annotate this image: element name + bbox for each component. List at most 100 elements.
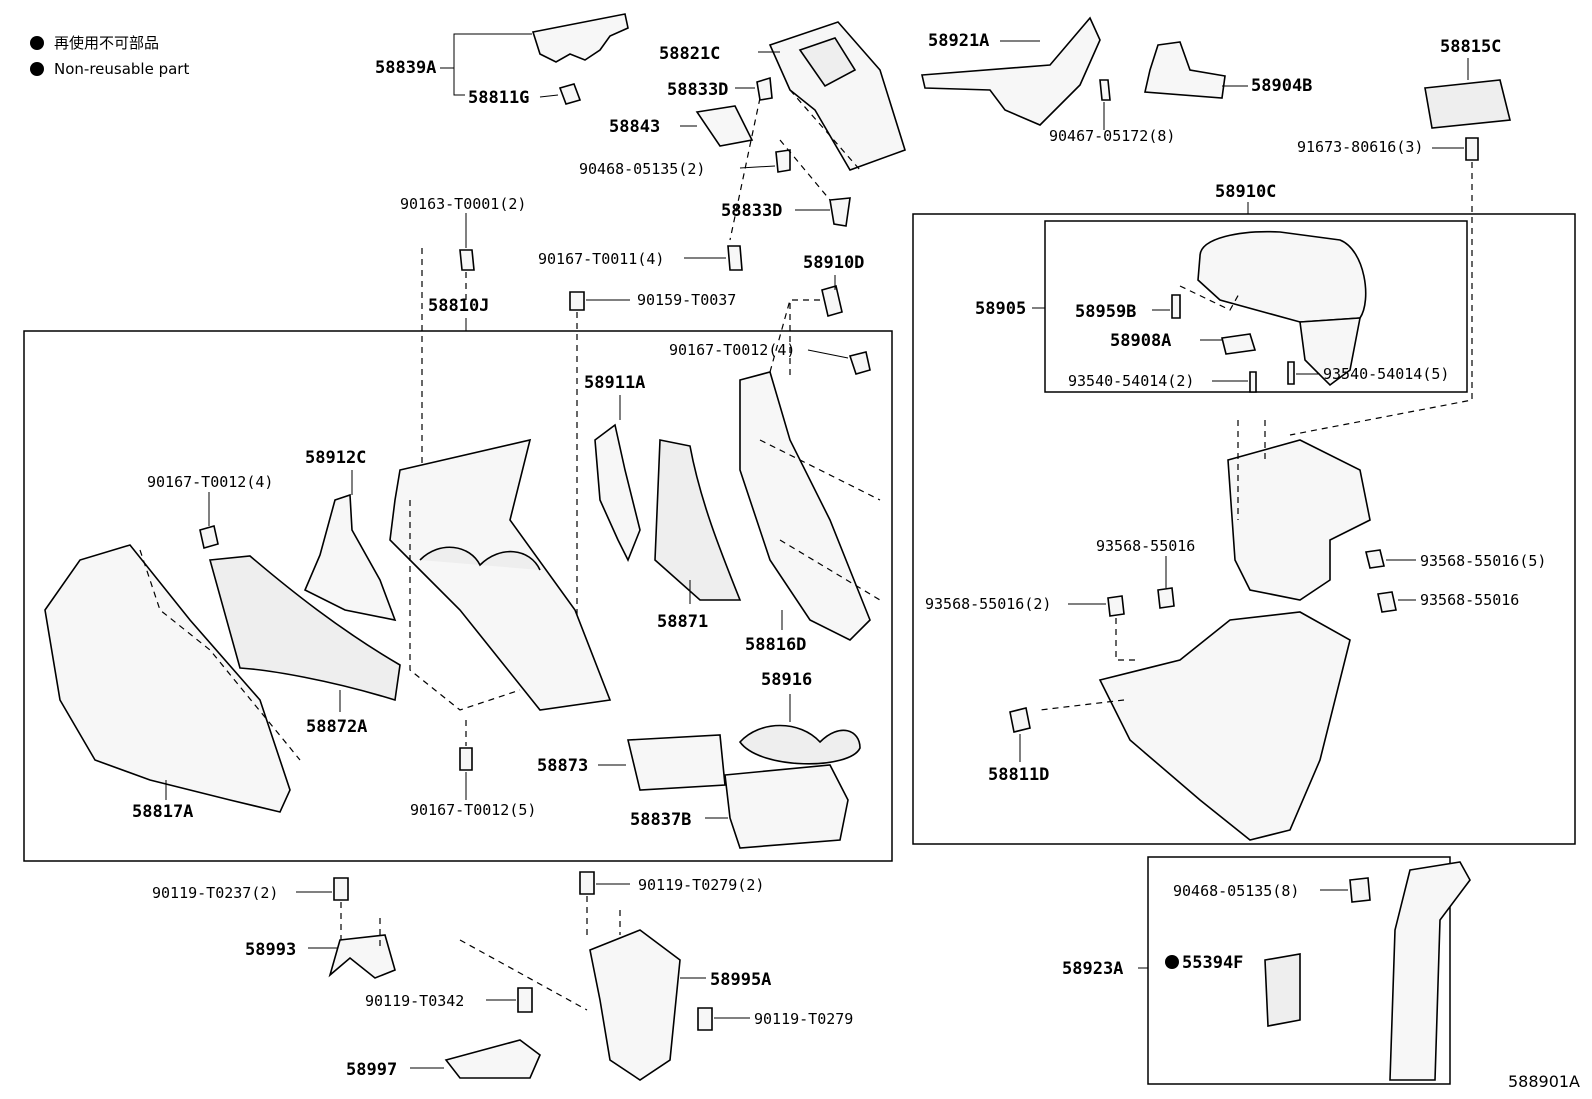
part-93568-55016-c (1107, 595, 1125, 617)
part-58997 (444, 1039, 541, 1079)
part-58873 (626, 734, 726, 791)
label-58811G: 58811G (468, 88, 529, 108)
part-93568-55016-b (1365, 549, 1385, 569)
part-91673-80616 (1465, 137, 1479, 161)
part-58811D (1009, 707, 1031, 733)
label-91673-80616: 91673-80616(3) (1297, 138, 1423, 156)
label-58833D-a: 58833D (667, 80, 728, 100)
label-58815C: 58815C (1440, 37, 1501, 57)
dash-58993 (340, 902, 381, 948)
part-90468-05135-b (1349, 877, 1371, 903)
part-console-box (1227, 439, 1371, 601)
part-58995A (589, 929, 681, 1081)
legend-row-en: Non-reusable part (30, 56, 189, 82)
legend-jp-text: 再使用不可部品 (54, 34, 160, 52)
non-reusable-dot-icon (30, 36, 44, 50)
legend-en-text: Non-reusable part (54, 60, 190, 78)
part-90167-T0012-b (848, 351, 871, 375)
part-90119-T0237 (333, 877, 349, 901)
part-90467-05172 (1099, 79, 1111, 101)
part-lower-console (1098, 611, 1351, 841)
dash-lower-console (1039, 618, 1140, 711)
part-93540-54014-a (1249, 371, 1257, 393)
cupholder-openings (419, 546, 541, 571)
label-58921A: 58921A (928, 31, 989, 51)
label-58904B: 58904B (1251, 76, 1312, 96)
dash-90163 (421, 248, 467, 500)
part-90119-T0279-b (697, 1007, 713, 1031)
part-58905-armrest (1197, 230, 1367, 323)
label-58923A: 58923A (1062, 959, 1123, 979)
part-58959B (1171, 294, 1181, 319)
part-58810J-frame (389, 438, 612, 711)
label-90119-T0279-a: 90119-T0279(2) (638, 876, 764, 894)
part-58815C (1424, 79, 1512, 129)
label-58910D: 58910D (803, 253, 864, 273)
part-pillar-trim (1389, 861, 1471, 1081)
dash-91673 (1289, 162, 1473, 436)
part-90167-T0012-d (459, 747, 473, 771)
part-58833D-b (829, 197, 851, 227)
label-58810J: 58810J (428, 296, 489, 316)
label-90468-05135-a: 90468-05135(2) (579, 160, 705, 178)
label-58811D: 58811D (988, 765, 1049, 785)
part-58921A (921, 16, 1101, 126)
group-box-58810J (23, 330, 893, 862)
part-58821C (768, 21, 906, 171)
label-58905: 58905 (975, 299, 1026, 319)
part-58843 (695, 105, 754, 147)
label-90167-T0012-d: 90167-T0012(5) (410, 801, 536, 819)
leader-58839A (440, 33, 532, 96)
label-93540-54014-a: 93540-54014(2) (1068, 372, 1194, 390)
label-58839A: 58839A (375, 58, 436, 78)
dash-58910D (789, 299, 820, 380)
part-93568-55016-a (1157, 587, 1175, 609)
part-90159-T0037 (569, 291, 585, 311)
diagram-code: 588901A (1507, 1072, 1580, 1091)
label-58912C: 58912C (305, 448, 366, 468)
label-93568-55016-a: 93568-55016 (1096, 537, 1195, 555)
label-58911A: 58911A (584, 373, 645, 393)
part-58911A (594, 423, 641, 562)
label-58916: 58916 (761, 670, 812, 690)
label-90119-T0342: 90119-T0342 (365, 992, 464, 1010)
label-55394F: 55394F (1182, 953, 1243, 973)
label-93568-55016-b: 93568-55016(5) (1420, 552, 1546, 570)
label-58817A: 58817A (132, 802, 193, 822)
label-93568-55016-c: 93568-55016(2) (925, 595, 1051, 613)
label-58871: 58871 (657, 612, 708, 632)
legend-row-jp: 再使用不可部品 (30, 30, 189, 56)
label-93540-54014-b: 93540-54014(5) (1323, 365, 1449, 383)
part-90167-T0011 (727, 245, 743, 271)
part-58871 (654, 439, 742, 601)
part-58912C (303, 493, 397, 622)
dash-58817A (139, 549, 301, 761)
part-58910D (821, 284, 843, 318)
part-90167-T0012-c (199, 524, 219, 550)
label-58993: 58993 (245, 940, 296, 960)
label-58821C: 58821C (659, 44, 720, 64)
part-93568-55016-d (1377, 591, 1397, 613)
label-58959B: 58959B (1075, 302, 1136, 322)
label-90467-05172: 90467-05172(8) (1049, 127, 1175, 145)
part-93540-54014-b (1287, 361, 1295, 385)
part-58837B (724, 764, 849, 849)
dash-58810J (409, 500, 521, 711)
non-reusable-dot-icon (1165, 955, 1179, 969)
label-58873: 58873 (537, 756, 588, 776)
label-58997: 58997 (346, 1060, 397, 1080)
label-90167-T0011: 90167-T0011(4) (538, 250, 664, 268)
part-58839A (531, 13, 629, 63)
label-90167-T0012-b: 90167-T0012(4) (669, 341, 795, 359)
label-58910C: 58910C (1215, 182, 1276, 202)
label-90119-T0279-b: 90119-T0279 (754, 1010, 853, 1028)
part-90163-T0001 (459, 249, 475, 271)
part-58872A (208, 555, 401, 702)
label-90468-05135-b: 90468-05135(8) (1173, 882, 1299, 900)
label-90163-T0001: 90163-T0001(2) (400, 195, 526, 213)
part-58833D-a (756, 76, 773, 101)
part-58993 (328, 934, 396, 979)
label-90167-T0012-c: 90167-T0012(4) (147, 473, 273, 491)
part-58908A (1221, 333, 1257, 355)
